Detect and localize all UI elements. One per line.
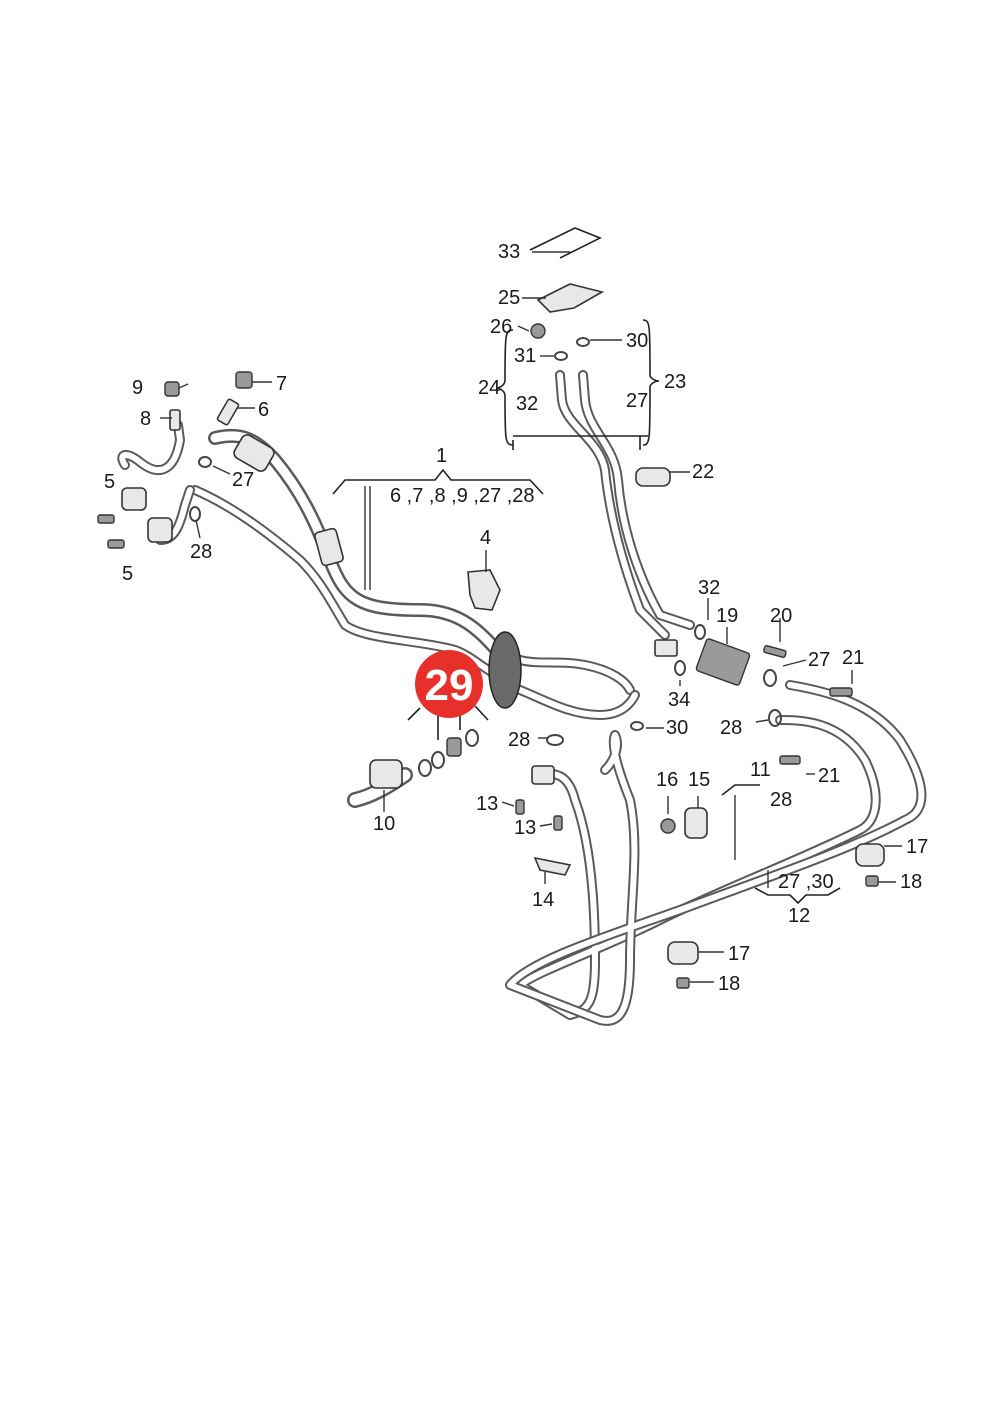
label-19: 19 bbox=[716, 605, 738, 627]
label-8: 8 bbox=[140, 408, 151, 430]
oring-31 bbox=[554, 351, 568, 361]
clamp-15 bbox=[684, 807, 708, 839]
label-4: 4 bbox=[480, 527, 491, 549]
label-7: 7 bbox=[276, 373, 287, 395]
label-20: 20 bbox=[770, 605, 792, 627]
label-23: 23 bbox=[664, 371, 686, 393]
label-24: 24 bbox=[478, 377, 500, 399]
hose-sleeve bbox=[233, 434, 275, 472]
wire-33 bbox=[529, 227, 602, 259]
nut-29 bbox=[446, 737, 462, 757]
clip-4 bbox=[467, 569, 501, 611]
label-28-centre: 28 bbox=[508, 729, 530, 751]
clamp-5b bbox=[147, 517, 173, 543]
nut-16 bbox=[660, 818, 676, 834]
label-32-top: 32 bbox=[516, 393, 538, 415]
clamp-17b bbox=[667, 941, 699, 965]
label-10: 10 bbox=[373, 813, 395, 835]
oring-28-right bbox=[768, 709, 782, 727]
label-11: 11 bbox=[750, 759, 771, 781]
label-22: 22 bbox=[692, 461, 714, 483]
label-28-right: 28 bbox=[720, 717, 742, 739]
label-30-centre: 30 bbox=[666, 717, 688, 739]
label-15: 15 bbox=[688, 769, 710, 791]
label-27-right: 27 bbox=[808, 649, 830, 671]
bolt-5b bbox=[107, 539, 125, 549]
label-5-top: 5 bbox=[104, 471, 115, 493]
label-33: 33 bbox=[498, 241, 520, 263]
oring-28-centre bbox=[546, 734, 564, 746]
label-group-1-members: 6 ,7 ,8 ,9 ,27 ,28 bbox=[390, 485, 535, 507]
label-18-lower: 18 bbox=[718, 973, 740, 995]
label-group-12-members: 27 ,30 bbox=[778, 871, 834, 893]
expansion-valve-19 bbox=[695, 638, 751, 686]
label-18-right: 18 bbox=[900, 871, 922, 893]
oring-27-right bbox=[763, 669, 777, 687]
bolt-21b bbox=[779, 755, 801, 765]
bolt-5a bbox=[97, 514, 115, 524]
oring-29a bbox=[418, 759, 432, 777]
label-1: 1 bbox=[436, 445, 447, 467]
clamp-22 bbox=[635, 467, 671, 487]
hose-sleeve-2 bbox=[314, 527, 344, 567]
label-21-top: 21 bbox=[842, 647, 864, 669]
label-28-left: 28 bbox=[190, 541, 212, 563]
flange-disc bbox=[488, 631, 522, 709]
label-26: 26 bbox=[490, 316, 512, 338]
hose-lines bbox=[117, 370, 927, 1026]
label-5-bottom: 5 bbox=[122, 563, 133, 585]
oring-28-left bbox=[189, 506, 201, 522]
leader-lines bbox=[160, 251, 902, 983]
label-28-group-11: 28 bbox=[770, 789, 792, 811]
label-30-top: 30 bbox=[626, 330, 648, 352]
valve-6 bbox=[216, 398, 240, 426]
oring-29b bbox=[431, 751, 445, 769]
clip-14 bbox=[533, 856, 572, 876]
components bbox=[97, 227, 885, 989]
block-13 bbox=[531, 765, 555, 785]
oring-27-left bbox=[198, 456, 212, 468]
highlight-callout[interactable]: 29 bbox=[415, 650, 483, 718]
valve-8 bbox=[169, 409, 181, 431]
clamp-17a bbox=[855, 843, 885, 867]
label-25: 25 bbox=[498, 287, 520, 309]
bolt-13b bbox=[553, 815, 563, 831]
cap-9 bbox=[164, 381, 180, 397]
screw-18a bbox=[865, 875, 879, 887]
label-32-right: 32 bbox=[698, 577, 720, 599]
label-31: 31 bbox=[514, 345, 536, 367]
label-17-right: 17 bbox=[906, 836, 928, 858]
label-27-left: 27 bbox=[232, 469, 254, 491]
label-6: 6 bbox=[258, 399, 269, 421]
label-12: 12 bbox=[788, 905, 810, 927]
oring-30-top bbox=[576, 337, 590, 347]
label-21-lower: 21 bbox=[818, 765, 840, 787]
label-16: 16 bbox=[656, 769, 678, 791]
label-13-a: 13 bbox=[476, 793, 498, 815]
label-9: 9 bbox=[132, 377, 143, 399]
bracket-10 bbox=[369, 759, 403, 789]
highlight-label[interactable]: 29 bbox=[425, 661, 474, 710]
clamp-5a bbox=[121, 487, 147, 511]
bolt-20 bbox=[763, 645, 787, 658]
oring-29c bbox=[465, 729, 479, 747]
label-17-lower: 17 bbox=[728, 943, 750, 965]
part-labels: 1 6 ,7 ,8 ,9 ,27 ,28 4 5 5 6 7 8 9 27 28… bbox=[104, 241, 928, 995]
cap-7 bbox=[235, 371, 253, 389]
screw-18b bbox=[676, 977, 690, 989]
label-14: 14 bbox=[532, 889, 554, 911]
bracket-25 bbox=[536, 283, 605, 313]
oring-34 bbox=[674, 660, 686, 676]
highlight-circle[interactable] bbox=[415, 650, 483, 718]
label-13-b: 13 bbox=[514, 817, 536, 839]
nut-26 bbox=[530, 323, 546, 339]
fitting-34 bbox=[654, 639, 678, 657]
label-27-top: 27 bbox=[626, 390, 648, 412]
bolt-13a bbox=[515, 799, 525, 815]
oring-30-centre bbox=[630, 721, 644, 731]
label-34: 34 bbox=[668, 689, 690, 711]
bolt-21a bbox=[829, 687, 853, 697]
oring-32-right bbox=[694, 624, 706, 640]
